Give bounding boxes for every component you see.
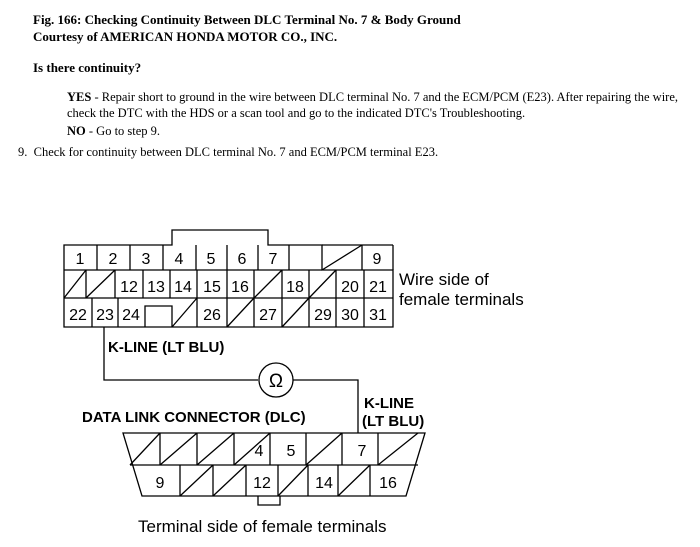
ecm-blank-slash [85,269,116,299]
dlc-terminal-label: 7 [358,443,367,460]
ecm-terminal-label: 29 [314,307,332,324]
ecm-terminal-label: 31 [369,307,387,324]
dlc-terminal-label: 9 [156,475,165,492]
dlc-blank-slash [129,432,161,466]
ohm-symbol: Ω [269,371,283,392]
ecm-terminal-label: 18 [286,279,304,296]
step-text: Check for continuity between DLC termina… [33,145,439,159]
no-text: - Go to step 9. [85,124,161,138]
ecm-terminal-label: 24 [122,307,140,324]
k-line-label: K-LINE [364,395,414,412]
ecm-terminal-label: 20 [341,279,359,296]
question-heading: Is there continuity? [33,60,142,75]
yes-label: YES [67,90,92,104]
dlc-blank-slash [179,464,214,497]
ecm-terminal-label: 23 [96,307,114,324]
figure-caption: Fig. 166: Checking Continuity Between DL… [33,12,461,27]
ecm-blank-slash [63,269,87,299]
dlc-terminal-label: 12 [253,475,271,492]
no-answer: NO - Go to step 9. [67,124,160,139]
dlc-blank-slash [377,432,419,466]
ecm-terminal-label: 16 [231,279,249,296]
wire-side-label: female terminals [399,290,524,309]
ecm-terminal-label: 6 [238,251,247,268]
ecm-terminal-label: 26 [203,307,221,324]
ecm-terminal-label: 21 [369,279,387,296]
ecm-blank-slash [253,269,283,299]
ecm-terminal-label: 9 [373,251,382,268]
dlc-blank-slash [196,432,235,466]
no-label: NO [67,124,86,138]
ecm-terminal-label: 22 [69,307,87,324]
dlc-key [257,496,281,506]
ecm-terminal-label: 5 [207,251,216,268]
ecm-terminal-label: 2 [109,251,118,268]
ecm-terminal-label: 30 [341,307,359,324]
dlc-outline [122,432,426,497]
k-line-label: K-LINE (LT BLU) [108,339,224,356]
ecm-terminal-label: 13 [147,279,165,296]
ecm-terminal-label: 14 [174,279,192,296]
k-line-wire [293,379,359,433]
dlc-terminal-label: 14 [315,475,333,492]
k-line-wire [103,327,258,381]
dlc-blank-slash [233,432,271,466]
yes-text: - Repair short to ground in the wire bet… [67,90,678,120]
dlc-terminal-label: 4 [255,443,264,460]
ecm-blank-slash [281,297,310,328]
dlc-blank-slash [337,464,371,497]
terminal-side-label: Terminal side of female terminals [138,517,386,536]
ecm-terminal-label: 12 [120,279,138,296]
dlc-label: DATA LINK CONNECTOR (DLC) [82,409,306,426]
ecm-notch [144,305,173,327]
k-line-label: (LT BLU) [362,413,424,430]
yes-answer: YES - Repair short to ground in the wire… [67,89,695,121]
ecm-row2-dividers [63,269,365,299]
dlc-row1-dividers [129,432,419,466]
dlc-terminal-label: 5 [287,443,296,460]
ecm-terminal-label: 4 [175,251,184,268]
ecm-row1-dividers [96,244,394,271]
dlc-blank-slash [277,464,309,497]
ecm-blank-slash [171,297,198,328]
dlc-row2-dividers [179,464,371,497]
ecm-terminal-label: 3 [142,251,151,268]
step-number: 9. [18,145,28,159]
ecm-terminal-label: 7 [269,251,278,268]
ecm-blank-slash [321,244,363,271]
dlc-blank-slash [212,464,247,497]
dlc-blank-slash [159,432,198,466]
wire-side-label: Wire side of [399,270,489,289]
ecm-blank-slash [226,297,255,328]
ecm-terminal-label: 27 [259,307,277,324]
step-9: 9. Check for continuity between DLC term… [18,145,438,160]
ecm-terminal-label: 15 [203,279,221,296]
ecm-row3-dividers [91,297,365,328]
figure-credit: Courtesy of AMERICAN HONDA MOTOR CO., IN… [33,29,338,44]
ecm-blank-slash [308,269,337,299]
dlc-blank-slash [305,432,343,466]
ecm-terminal-label: 1 [76,251,85,268]
dlc-terminal-label: 16 [379,475,397,492]
